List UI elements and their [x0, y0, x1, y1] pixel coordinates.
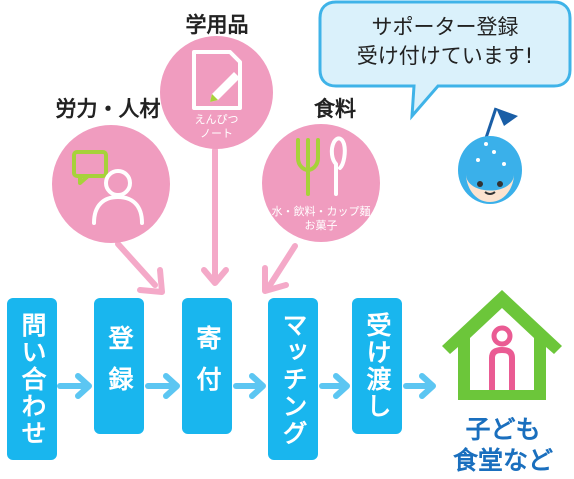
flow-arrow-5-head	[419, 373, 436, 399]
house-icon	[442, 290, 562, 400]
speech-bubble	[318, 0, 572, 121]
step-label: 寄付	[193, 325, 222, 407]
category-label-supplies: 学用品	[185, 13, 249, 37]
step-label: 登録	[105, 325, 134, 407]
step-donate: 寄付	[182, 298, 232, 434]
food-sub-line1: 水・飲料・カップ麺	[271, 205, 371, 218]
step-label: 受け渡し	[363, 312, 392, 420]
bubble-line2: 受け付けています!	[356, 44, 534, 68]
step-register: 登録	[94, 298, 144, 434]
pink-arrow-labor-head	[137, 267, 165, 295]
category-label-food: 食料	[314, 97, 356, 121]
supplies-sub-line1: えんぴつ	[194, 113, 239, 126]
fork-spoon-icon	[296, 136, 347, 196]
flow-arrow-3-head	[249, 373, 266, 399]
step-label: マッチング	[279, 311, 308, 447]
pink-arrow-supplies-head	[201, 267, 229, 286]
pink-arrow-labor	[115, 241, 158, 288]
step-inquiry: 問い合わせ	[7, 298, 57, 460]
pencil-note-icon	[192, 50, 242, 110]
category-circle-supplies: えんぴつ ノート	[160, 36, 273, 149]
step-matching: マッチング	[268, 298, 318, 460]
category-label-labor: 労力・人材	[55, 97, 161, 121]
food-sub-line2: お菓子	[304, 219, 338, 232]
category-circle-labor	[52, 125, 170, 243]
flow-arrow-1-head	[75, 373, 92, 399]
destination-label: 子ども 食堂など	[452, 415, 553, 475]
category-circle-food: 水・飲料・カップ麺 お菓子	[262, 124, 380, 242]
flow-arrow-2-head	[163, 373, 180, 399]
supplies-sub-line2: ノート	[200, 127, 233, 140]
step-label: 問い合わせ	[18, 311, 47, 447]
pink-arrow-food-head	[262, 265, 289, 294]
flow-arrow-4-head	[333, 373, 350, 399]
bubble-line1: サポーター登録	[371, 15, 519, 39]
step-handover: 受け渡し	[352, 298, 402, 434]
pink-arrow-food	[267, 243, 298, 288]
person-chat-icon	[72, 150, 144, 225]
mascot-icon	[458, 107, 522, 204]
